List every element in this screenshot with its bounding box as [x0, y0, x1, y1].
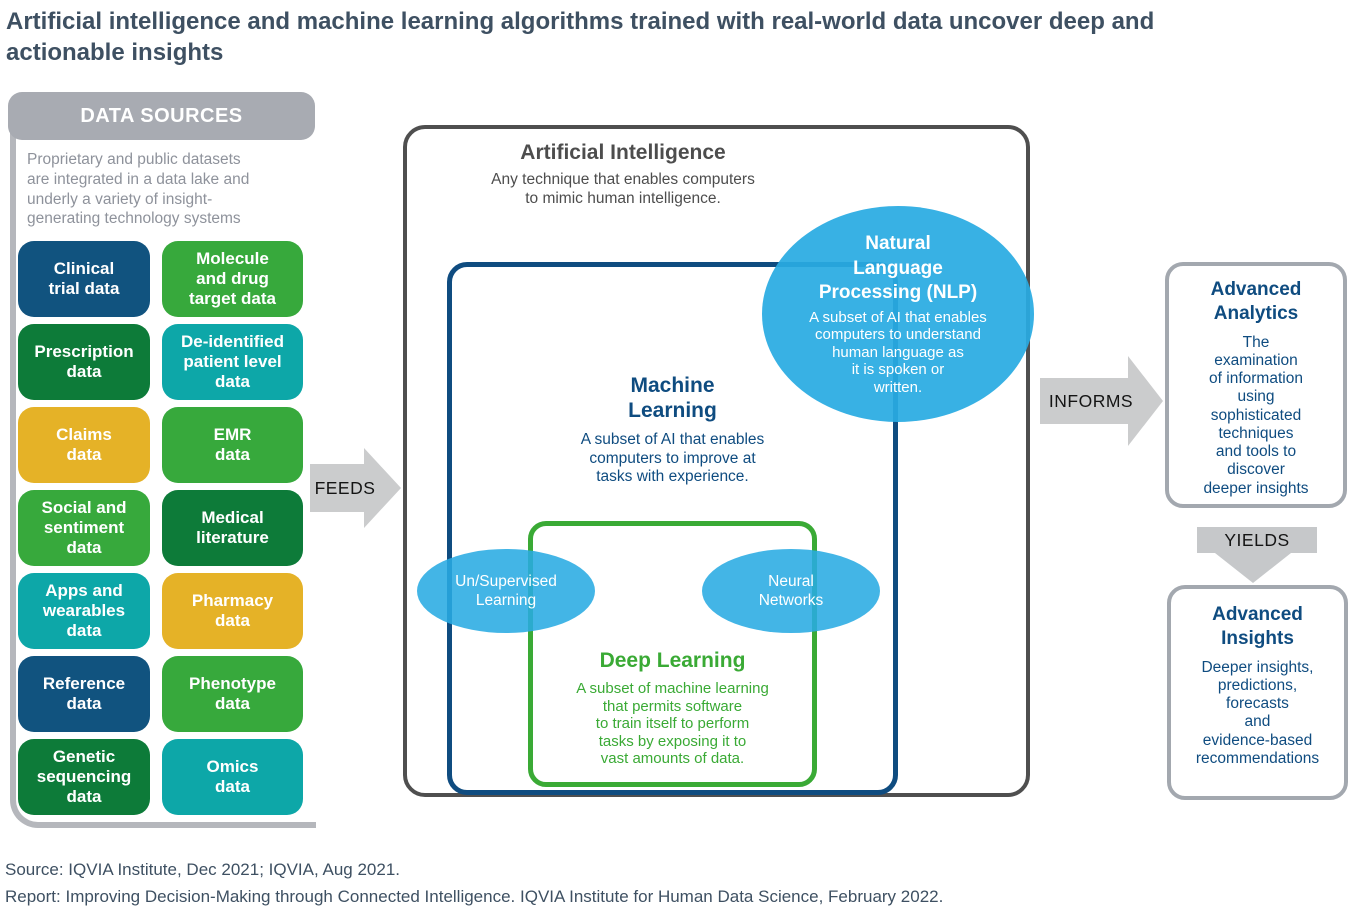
data-sources-grid: Clinical trial data Molecule and drug ta…	[18, 241, 303, 815]
informs-arrow-label: INFORMS	[1048, 390, 1134, 411]
data-source-box-phenotype: Phenotype data	[162, 656, 303, 732]
data-source-box-prescription: Prescription data	[18, 324, 150, 400]
yields-arrow-label: YIELDS	[1224, 529, 1290, 550]
data-sources-description: Proprietary and public datasets are inte…	[27, 151, 250, 228]
informs-arrow: INFORMS	[1040, 356, 1164, 446]
advanced-insights-title: Advanced Insights	[1212, 604, 1303, 649]
informs-arrow-head	[1128, 356, 1163, 446]
machine-learning-description: A subset of AI that enables computers to…	[580, 431, 765, 486]
advanced-analytics-description: The examination of information using sop…	[1203, 333, 1309, 497]
data-source-box-apps-wearables: Apps and wearables data	[18, 573, 150, 649]
data-source-box-social-sentiment: Social and sentiment data	[18, 490, 150, 566]
data-source-box-genetic-sequencing: Genetic sequencing data	[18, 739, 150, 815]
informs-arrow-body	[1040, 378, 1128, 424]
advanced-insights-box: Advanced Insights Deeper insights, predi…	[1167, 585, 1348, 800]
advanced-analytics-title: Advanced Analytics	[1210, 279, 1302, 324]
feeds-arrow-label: FEEDS	[314, 477, 376, 498]
yields-arrow: YIELDS	[1197, 527, 1317, 583]
page-title: Artificial intelligence and machine lear…	[6, 8, 1155, 67]
footer-report: Report: Improving Decision-Making throug…	[5, 887, 944, 906]
data-sources-header: DATA SOURCES	[8, 92, 315, 140]
artificial-intelligence-title: Artificial Intelligence	[520, 141, 726, 164]
artificial-intelligence-description: Any technique that enables computers to …	[491, 171, 755, 208]
deep-learning-title: Deep Learning	[599, 649, 746, 672]
machine-learning-title: Machine Learning	[628, 374, 717, 422]
nlp-title: Natural Language Processing (NLP)	[818, 232, 978, 304]
advanced-insights-description: Deeper insights, predictions, forecasts …	[1195, 658, 1320, 767]
unsupervised-learning-ellipse: Un/Supervised Learning	[417, 549, 595, 633]
data-source-box-clinical-trial: Clinical trial data	[18, 241, 150, 317]
feeds-arrow-head	[364, 448, 401, 528]
data-source-box-claims: Claims data	[18, 407, 150, 483]
data-sources-panel-border	[10, 112, 316, 828]
yields-arrow-head	[1215, 553, 1291, 583]
deep-learning-description: A subset of machine learning that permit…	[576, 680, 769, 768]
data-source-box-pharmacy: Pharmacy data	[162, 573, 303, 649]
nlp-ellipse: Natural Language Processing (NLP) A subs…	[762, 206, 1034, 422]
data-source-box-medical-literature: Medical literature	[162, 490, 303, 566]
nlp-description: A subset of AI that enables computers to…	[809, 309, 987, 396]
footer-source: Source: IQVIA Institute, Dec 2021; IQVIA…	[5, 860, 401, 879]
advanced-analytics-box: Advanced Analytics The examination of in…	[1165, 262, 1347, 508]
yields-arrow-body: YIELDS	[1197, 527, 1317, 553]
feeds-arrow: FEEDS	[310, 448, 402, 528]
data-source-box-deidentified-patient: De-identified patient level data	[162, 324, 303, 400]
data-source-box-molecule-drug-target: Molecule and drug target data	[162, 241, 303, 317]
data-source-box-reference: Reference data	[18, 656, 150, 732]
data-source-box-omics: Omics data	[162, 739, 303, 815]
neural-networks-ellipse: Neural Networks	[702, 549, 880, 633]
feeds-arrow-body	[310, 464, 364, 512]
data-source-box-emr: EMR data	[162, 407, 303, 483]
